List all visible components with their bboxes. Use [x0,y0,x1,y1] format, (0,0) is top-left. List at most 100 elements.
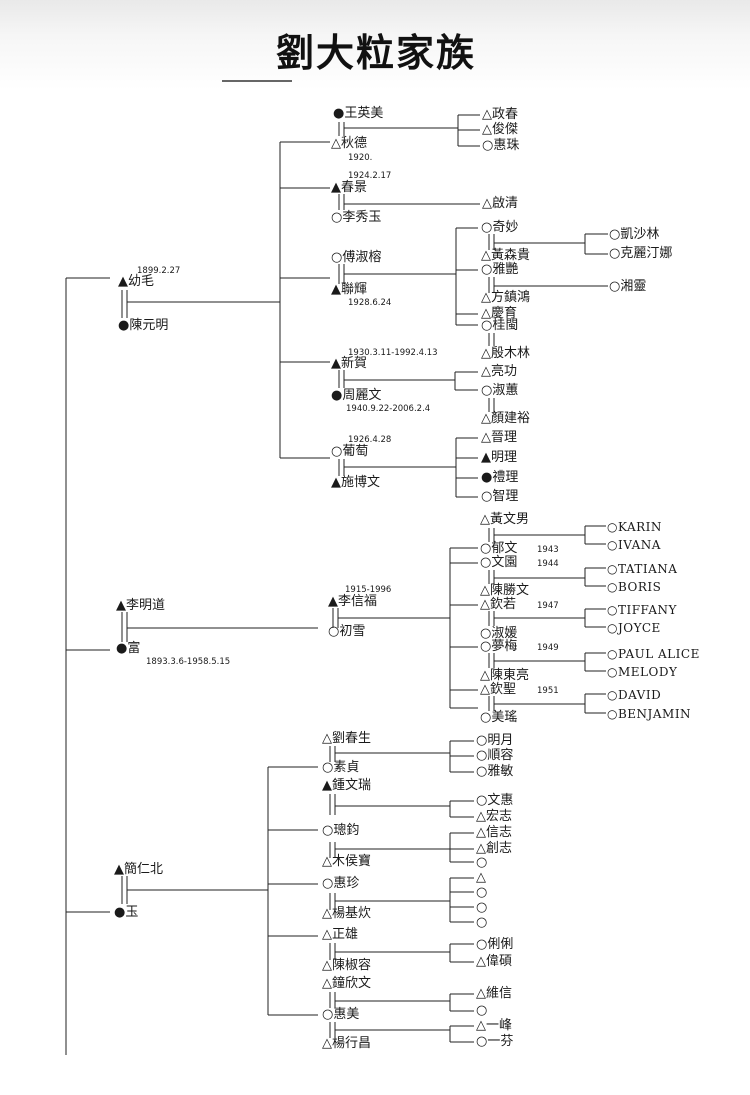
person-node: △政春 [482,107,518,122]
person-node: ○JOYCE [607,621,661,635]
person-date: 1920. [348,153,373,163]
person-node: ○凱沙林 [609,227,660,242]
person-node: △陳勝文 [480,583,529,598]
person-node: △宏志 [476,809,512,824]
person-node: ○智理 [481,489,519,504]
person-date: 1940.9.22-2006.2.4 [346,404,431,414]
person-node: ○IVANA [607,538,661,552]
person-node: ○惠美 [322,1007,360,1022]
person-node: ▲明理 [481,450,517,465]
person-node: ●禮理 [481,470,519,485]
person-node: ○MELODY [607,665,678,679]
person-date: 1930.3.11-1992.4.13 [348,348,438,358]
person-node: ●王英美 [333,106,384,121]
scan-smudge [0,0,750,90]
person-date: 1915-1996 [345,585,392,595]
person-node: △欽若 [480,597,516,612]
person-node: ○明月 [476,733,514,748]
person-node: ○雅敏 [476,764,514,779]
person-node: ○初雪 [328,624,366,639]
person-node: ○ [476,885,488,900]
person-node: ○ [476,855,488,870]
person-node: ●富 [116,641,141,656]
person-node: △顏建裕 [481,411,530,426]
person-node: ○BENJAMIN [607,707,692,721]
person-node: △正雄 [322,927,358,942]
person-node: ○文園 [480,555,518,570]
person-date: 1949 [537,643,559,653]
person-node: ○ [476,915,488,930]
person-node: ▲李信福 [328,594,377,609]
person-date: 1947 [537,601,559,611]
page-title: 劉大粒家族 [276,30,477,75]
person-node: ▲施博文 [331,475,380,490]
person-node: ▲鍾文瑞 [322,778,371,793]
person-node: ○BORIS [607,580,662,594]
person-node: △黃森貴 [481,248,530,263]
person-node: ▲幼毛 [118,274,154,289]
person-node: △陳椒容 [322,958,371,973]
person-node: ▲李明道 [116,598,165,613]
person-node: ○TATIANA [607,562,678,576]
person-node: ○ [476,900,488,915]
title-underline [222,80,292,82]
person-date: 1924.2.17 [348,171,392,181]
person-node: △秋德 [331,136,367,151]
person-date: 1943 [537,545,559,555]
person-node: ○文惠 [476,793,514,808]
person-node: ○俐俐 [476,937,514,952]
person-node: ○桂閩 [481,318,519,333]
person-node: △信志 [476,825,512,840]
person-node: ○璁鈞 [322,823,360,838]
person-node: △方鎮鴻 [481,290,530,305]
person-date: 1926.4.28 [348,435,392,445]
person-node: ○美瑤 [480,710,518,725]
person-node: ○PAUL ALICE [607,647,700,661]
person-node: ●陳元明 [118,318,169,333]
person-node: △一峰 [476,1018,512,1033]
person-node: △偉碩 [476,954,512,969]
person-node: ▲聯輝 [331,282,367,297]
person-node: ○奇妙 [481,220,519,235]
person-date: 1951 [537,686,559,696]
person-node: ○惠珠 [482,138,520,153]
person-node: △維信 [476,986,512,1001]
person-node: ○惠珍 [322,876,360,891]
person-node: △陳東亮 [480,668,529,683]
person-node: △黃文男 [480,512,529,527]
person-node: ○順容 [476,748,514,763]
person-node: ●周麗文 [331,388,382,403]
person-node: △楊行昌 [322,1036,371,1051]
person-node: ○DAVID [607,688,662,702]
person-date: 1944 [537,559,559,569]
person-node: ○郁文 [480,541,518,556]
person-node: ○湘靈 [609,279,647,294]
person-node: ○淑蕙 [481,383,519,398]
person-node: ○夢梅 [480,639,518,654]
person-node: ○淑媛 [480,626,518,641]
person-date: 1928.6.24 [348,298,392,308]
person-node: △木侯寶 [322,854,371,869]
person-node: △啟清 [482,196,518,211]
person-node: △慶育 [481,306,517,321]
person-node: ○傅淑榕 [331,250,382,265]
person-node: ○ [476,1003,488,1018]
person-node: ○克麗汀娜 [609,246,673,261]
person-node: ○TIFFANY [607,603,677,617]
person-node: ○素貞 [322,760,360,775]
person-node: ○葡萄 [331,444,369,459]
person-node: ●玉 [114,905,139,920]
person-node: △俊傑 [482,122,518,137]
person-node: △ [476,870,486,885]
person-node: △鐘欣文 [322,976,371,991]
person-node: ○雅艷 [481,262,519,277]
person-node: △晉理 [481,430,517,445]
person-node: ○KARIN [607,520,662,534]
person-node: △亮功 [481,364,517,379]
person-node: ○一芬 [476,1034,514,1049]
person-date: 1899.2.27 [137,266,181,276]
person-node: △創志 [476,841,512,856]
person-node: ○李秀玉 [331,210,382,225]
person-node: ▲新賀 [331,356,367,371]
